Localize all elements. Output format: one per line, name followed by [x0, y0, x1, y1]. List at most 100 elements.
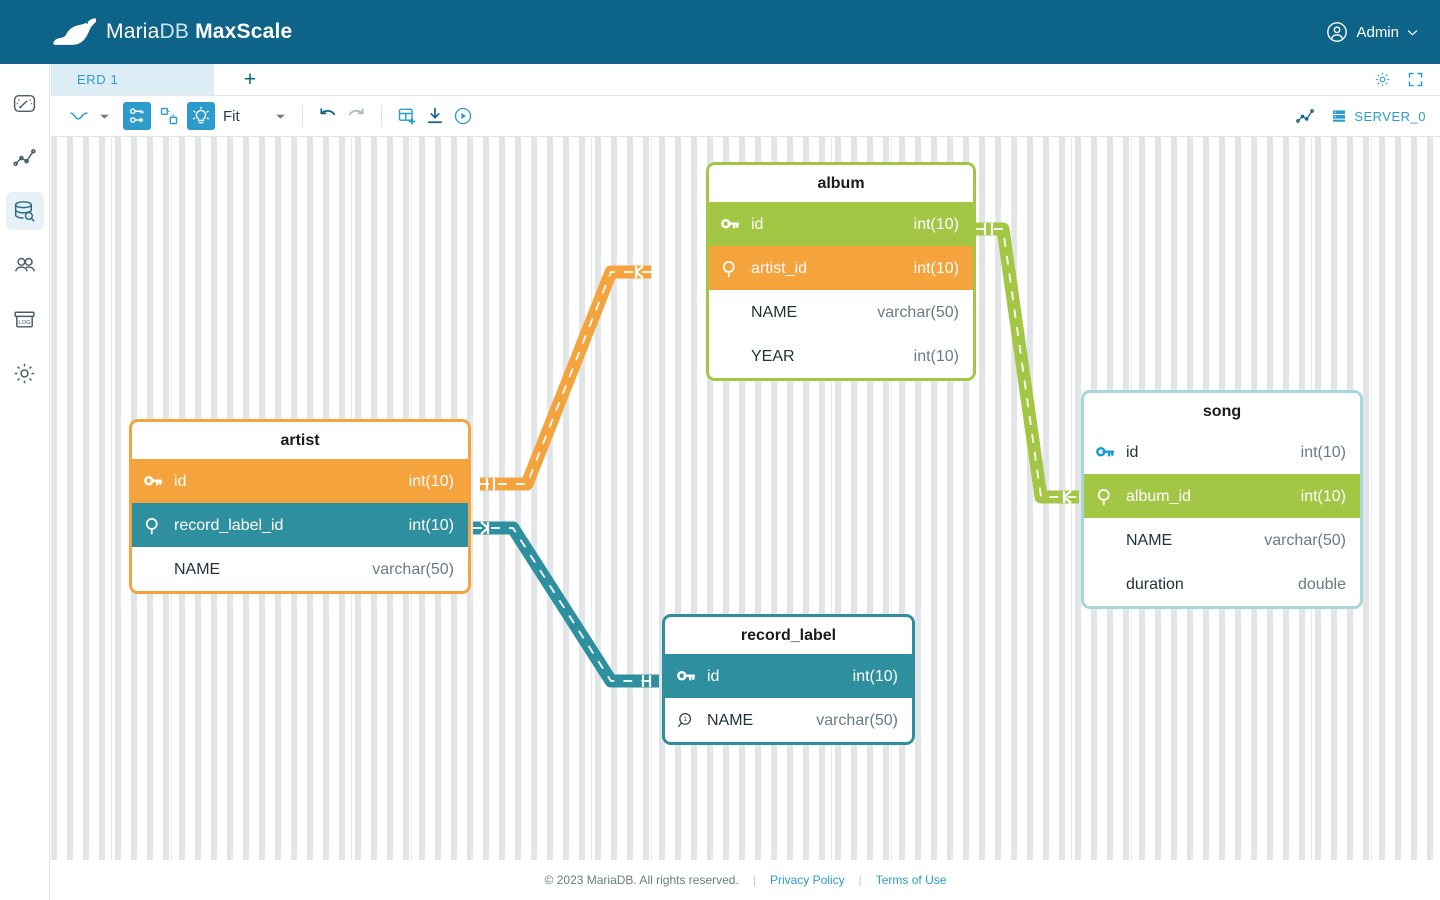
sidebar-item-dashboard[interactable]	[6, 84, 44, 122]
server-label: SERVER_0	[1354, 108, 1426, 124]
index-key-icon	[722, 260, 735, 277]
users-icon	[14, 257, 36, 271]
auto-arrange-button[interactable]	[155, 102, 183, 130]
log-archive-icon: LOG	[14, 310, 35, 328]
user-circle-icon	[1327, 22, 1348, 42]
index-key-icon	[132, 516, 174, 536]
column-name: NAME	[751, 303, 798, 321]
key-link-icon	[129, 108, 144, 123]
entity-column-row[interactable]: id int(10)	[132, 459, 468, 503]
sidebar-item-visualization[interactable]	[6, 138, 44, 176]
column-type: int(10)	[852, 667, 898, 685]
column-name: id	[174, 472, 187, 490]
index-key-icon	[1084, 487, 1126, 507]
primary-key-icon	[677, 670, 696, 680]
curved-link-icon	[70, 112, 88, 120]
redo-button[interactable]	[342, 102, 370, 130]
erd-toolbar: Fit	[51, 96, 1440, 137]
user-menu[interactable]: Admin	[1326, 21, 1418, 43]
left-sidebar-rail: LOG	[0, 64, 50, 900]
link-shape-button[interactable]	[65, 102, 93, 130]
primary-key-icon	[721, 218, 740, 228]
erd-relationship-links	[473, 222, 1079, 688]
highlight-button[interactable]	[187, 102, 215, 130]
toolbar-divider-2	[381, 105, 382, 127]
undo-button[interactable]	[314, 102, 342, 130]
show-keys-button[interactable]	[123, 102, 151, 130]
zoom-level-dropdown[interactable]	[269, 103, 291, 129]
expand-icon[interactable]	[1407, 71, 1424, 88]
undo-icon	[320, 108, 336, 116]
brand-db: DB	[159, 20, 190, 43]
zoom-level-value[interactable]: Fit	[223, 107, 240, 125]
sidebar-item-query-editor[interactable]	[5, 192, 44, 230]
entity-title: album	[709, 165, 973, 202]
cardinality-zero-or-many	[1062, 490, 1072, 504]
cardinality-one-and-only-one	[983, 223, 994, 235]
line-chart-icon[interactable]	[1295, 106, 1315, 126]
relation-album-song	[976, 222, 1079, 504]
redo-icon	[348, 108, 364, 116]
column-type: int(10)	[408, 472, 454, 490]
server-selector[interactable]: SERVER_0	[1331, 108, 1426, 124]
column-type: varchar(50)	[816, 711, 898, 729]
sidebar-item-settings[interactable]	[6, 354, 44, 392]
unique-index-icon: 1	[665, 711, 707, 731]
column-type: int(10)	[913, 347, 959, 365]
primary-key-icon	[132, 472, 174, 492]
add-table-button[interactable]	[393, 102, 421, 130]
server-icon	[1333, 110, 1346, 122]
user-label: Admin	[1356, 23, 1399, 41]
column-name: record_label_id	[174, 516, 284, 534]
footer-separator-2: |	[858, 873, 862, 887]
index-key-icon	[145, 517, 158, 534]
primary-key-icon	[1084, 443, 1126, 463]
arrange-nodes-icon	[160, 107, 178, 125]
sidebar-item-logs[interactable]: LOG	[6, 300, 44, 338]
footer-separator-1: |	[752, 873, 756, 887]
brand-maria: Maria	[106, 20, 160, 43]
download-icon	[427, 107, 443, 124]
column-name: id	[1126, 443, 1139, 461]
column-name: NAME	[174, 560, 221, 578]
privacy-policy-link[interactable]: Privacy Policy	[769, 873, 845, 887]
column-name: album_id	[1126, 487, 1191, 505]
run-button[interactable]	[449, 102, 477, 130]
add-tab-button[interactable]: +	[243, 67, 257, 91]
chevron-down-icon	[1407, 29, 1418, 36]
brand-product: MaxScale	[195, 20, 293, 43]
link-shape-dropdown[interactable]	[93, 103, 115, 129]
gear-icon[interactable]	[1374, 71, 1391, 88]
sidebar-item-users[interactable]	[6, 246, 44, 284]
terms-of-use-link[interactable]: Terms of Use	[875, 873, 947, 887]
line-chart-icon	[13, 148, 36, 166]
entity-title: record_label	[665, 617, 912, 654]
index-key-icon	[1097, 488, 1110, 505]
tab-label: ERD 1	[77, 72, 119, 87]
chevron-down-icon	[99, 114, 109, 119]
tab-erd-1[interactable]: ERD 1	[51, 64, 214, 95]
mariadb-seal-logo-icon	[53, 18, 96, 45]
export-button[interactable]	[421, 102, 449, 130]
column-type: int(10)	[913, 215, 959, 233]
column-name: duration	[1126, 575, 1184, 593]
entity-title: artist	[132, 422, 468, 459]
